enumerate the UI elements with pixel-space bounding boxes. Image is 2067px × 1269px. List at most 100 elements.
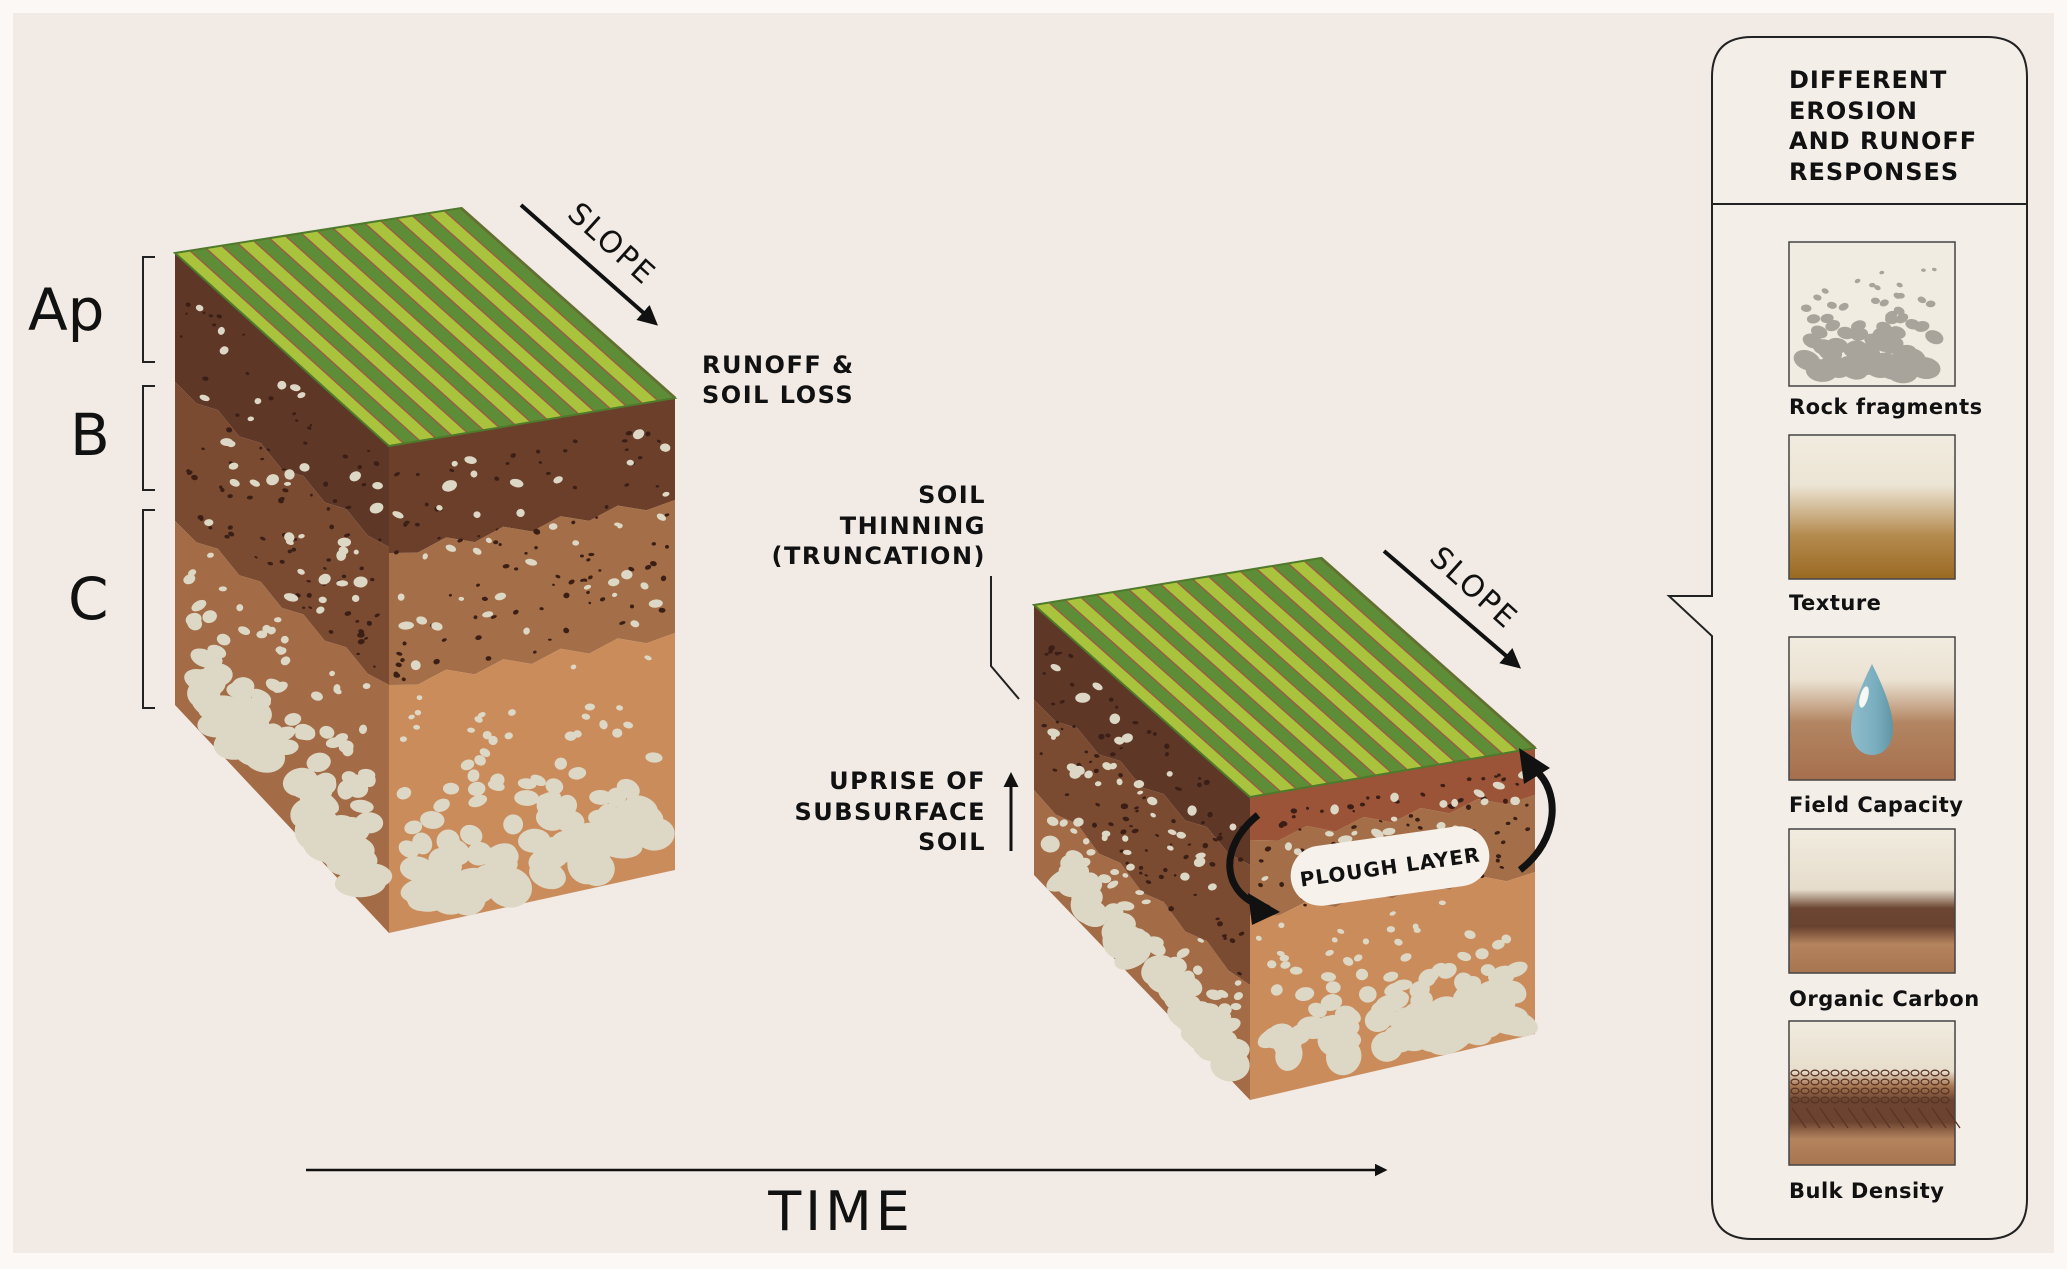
soil-speck bbox=[644, 564, 652, 570]
soil-speck bbox=[1135, 809, 1139, 813]
pebble bbox=[1121, 733, 1133, 743]
soil-speck bbox=[326, 507, 331, 511]
rock bbox=[1122, 873, 1129, 878]
crop-row bbox=[1034, 602, 1266, 797]
crop-row bbox=[1113, 589, 1345, 784]
rock bbox=[1070, 828, 1078, 834]
pebble bbox=[1050, 664, 1061, 672]
crop-row bbox=[190, 248, 421, 444]
soil-speck bbox=[1092, 822, 1097, 828]
pebble bbox=[611, 592, 618, 598]
rock bbox=[1197, 938, 1204, 943]
pebble bbox=[464, 456, 477, 464]
soil-speck bbox=[1198, 776, 1202, 780]
soil-speck bbox=[357, 639, 365, 645]
soil-speck bbox=[302, 606, 306, 609]
pebble bbox=[1109, 713, 1121, 724]
rock bbox=[1040, 835, 1060, 853]
soil-speck bbox=[279, 559, 285, 564]
soil-speck bbox=[1132, 721, 1139, 725]
soil-speck bbox=[1048, 645, 1055, 652]
soil-speck bbox=[433, 658, 440, 665]
uprise-label-line2: SUBSURFACE bbox=[794, 798, 986, 826]
pebble bbox=[626, 459, 634, 466]
crop-row bbox=[206, 245, 437, 441]
rock bbox=[396, 786, 412, 800]
rock bbox=[1276, 950, 1285, 957]
rock-fragment bbox=[1888, 326, 1906, 339]
pebble bbox=[630, 620, 640, 628]
rock-fragment bbox=[1811, 325, 1828, 339]
compaction-mark bbox=[1917, 1107, 1933, 1129]
pebble bbox=[553, 476, 563, 484]
rock bbox=[1218, 1003, 1232, 1016]
pebble bbox=[217, 326, 225, 335]
soil-speck bbox=[1144, 849, 1148, 852]
crop-row bbox=[1081, 594, 1314, 789]
soil-speck bbox=[1515, 782, 1520, 786]
rock bbox=[1320, 972, 1336, 982]
aggregate-mark bbox=[1910, 1078, 1920, 1086]
panel-title-line1: DIFFERENT bbox=[1789, 66, 1947, 94]
soil-speck bbox=[394, 472, 400, 477]
pebble bbox=[648, 599, 663, 608]
rock-fragment bbox=[1925, 300, 1936, 308]
furrow-line bbox=[1144, 585, 1362, 780]
pebble bbox=[398, 621, 414, 630]
pebble bbox=[392, 511, 404, 519]
rock bbox=[1454, 972, 1474, 993]
aggregate-mark bbox=[1940, 1096, 1950, 1104]
soil-speck bbox=[1134, 806, 1139, 810]
pebble bbox=[1351, 830, 1358, 836]
rock bbox=[413, 724, 421, 730]
rock bbox=[589, 789, 613, 805]
soil-speck bbox=[1068, 653, 1074, 659]
compaction-mark bbox=[1945, 1107, 1961, 1129]
soil-speck bbox=[359, 566, 364, 571]
pebble bbox=[372, 481, 383, 490]
rock-fragment bbox=[1917, 296, 1927, 304]
rock bbox=[274, 617, 282, 623]
soil-speck bbox=[345, 505, 352, 510]
rock bbox=[1270, 984, 1283, 996]
pebble bbox=[458, 596, 465, 601]
rock-fragment bbox=[1850, 328, 1869, 341]
rock bbox=[190, 668, 226, 698]
rock bbox=[1107, 880, 1119, 889]
pebble bbox=[219, 346, 229, 355]
soil-speck bbox=[1142, 796, 1146, 800]
panel-title-line4: RESPONSES bbox=[1789, 158, 1959, 186]
rock bbox=[1230, 1002, 1242, 1011]
aggregate-mark bbox=[1860, 1078, 1870, 1086]
rock-fragment bbox=[1931, 267, 1937, 272]
soil-speck bbox=[357, 464, 363, 470]
soil-speck bbox=[441, 638, 447, 642]
rock bbox=[1338, 1006, 1361, 1025]
soil-speck bbox=[490, 615, 497, 619]
rock bbox=[1144, 936, 1164, 949]
soil-speck bbox=[595, 516, 599, 519]
soil-speck bbox=[1069, 682, 1075, 687]
soil-speck bbox=[323, 481, 329, 487]
pebble bbox=[659, 443, 671, 452]
rock bbox=[1409, 980, 1430, 1000]
aggregate-mark bbox=[1880, 1078, 1890, 1086]
crop-row bbox=[1273, 563, 1504, 757]
soil-speck bbox=[378, 538, 382, 542]
pebble bbox=[525, 558, 538, 566]
rock bbox=[584, 703, 596, 711]
aggregate-mark bbox=[1840, 1078, 1850, 1086]
rock bbox=[399, 736, 407, 743]
crop-row bbox=[222, 243, 453, 438]
rock bbox=[581, 713, 591, 720]
pebble bbox=[283, 593, 299, 602]
pebble bbox=[1473, 789, 1485, 798]
rock-fragment bbox=[1879, 270, 1885, 275]
aggregate-mark bbox=[1910, 1096, 1920, 1104]
soil-speck bbox=[1044, 652, 1049, 656]
soil-speck bbox=[1174, 786, 1182, 791]
rock bbox=[207, 552, 214, 558]
aggregate-mark bbox=[1800, 1087, 1810, 1095]
soil-speck bbox=[1494, 831, 1501, 835]
pebble bbox=[1122, 849, 1132, 855]
